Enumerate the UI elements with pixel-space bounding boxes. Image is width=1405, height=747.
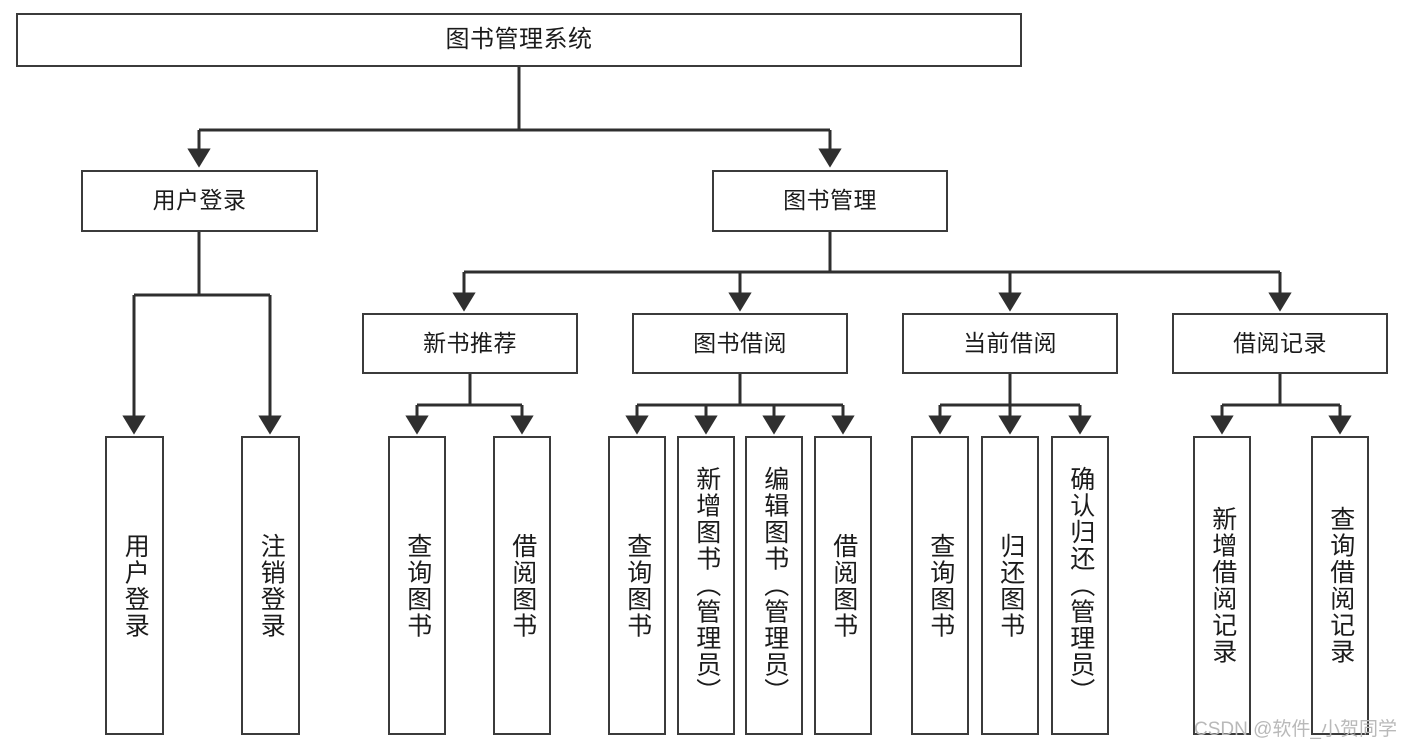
node-leaf-confirm-return-label: 确认归还（管理员）	[1066, 466, 1095, 705]
node-new-book-recommend[interactable]: 新书推荐	[362, 313, 578, 374]
node-book-borrow-label: 图书借阅	[693, 329, 787, 356]
node-leaf-borrow-book-1[interactable]: 借阅图书	[493, 436, 551, 735]
node-leaf-borrow-book-2[interactable]: 借阅图书	[814, 436, 872, 735]
node-leaf-add-record-label: 新增借阅记录	[1208, 506, 1237, 665]
node-book-management-label: 图书管理	[783, 187, 877, 214]
node-leaf-logout-login-label: 注销登录	[257, 532, 286, 639]
node-current-borrow[interactable]: 当前借阅	[902, 313, 1118, 374]
node-leaf-query-record-label: 查询借阅记录	[1326, 506, 1355, 665]
node-book-management[interactable]: 图书管理	[712, 170, 948, 232]
node-leaf-user-login-label: 用户登录	[121, 532, 150, 639]
node-leaf-confirm-return[interactable]: 确认归还（管理员）	[1051, 436, 1109, 735]
node-leaf-query-book-3[interactable]: 查询图书	[911, 436, 969, 735]
node-leaf-query-book-2-label: 查询图书	[623, 532, 652, 639]
node-leaf-logout-login[interactable]: 注销登录	[241, 436, 300, 735]
node-leaf-user-login[interactable]: 用户登录	[105, 436, 164, 735]
node-leaf-add-record[interactable]: 新增借阅记录	[1193, 436, 1251, 735]
node-leaf-query-record[interactable]: 查询借阅记录	[1311, 436, 1369, 735]
node-borrow-record[interactable]: 借阅记录	[1172, 313, 1388, 374]
node-leaf-query-book-1[interactable]: 查询图书	[388, 436, 446, 735]
node-root-label: 图书管理系统	[445, 25, 593, 53]
node-leaf-add-book[interactable]: 新增图书（管理员）	[677, 436, 735, 735]
watermark-text: CSDN @软件_小贺同学	[1194, 719, 1397, 740]
node-current-borrow-label: 当前借阅	[963, 329, 1057, 356]
node-leaf-borrow-book-1-label: 借阅图书	[508, 532, 537, 639]
node-leaf-query-book-1-label: 查询图书	[403, 532, 432, 639]
node-user-login-label: 用户登录	[152, 187, 247, 214]
node-leaf-edit-book-label: 编辑图书（管理员）	[760, 466, 789, 705]
node-book-borrow[interactable]: 图书借阅	[632, 313, 848, 374]
node-user-login[interactable]: 用户登录	[81, 170, 318, 232]
node-new-book-recommend-label: 新书推荐	[423, 329, 517, 356]
node-borrow-record-label: 借阅记录	[1233, 329, 1327, 356]
node-root[interactable]: 图书管理系统	[16, 13, 1022, 67]
node-leaf-return-book[interactable]: 归还图书	[981, 436, 1039, 735]
node-leaf-query-book-2[interactable]: 查询图书	[608, 436, 666, 735]
node-leaf-add-book-label: 新增图书（管理员）	[692, 466, 721, 705]
node-leaf-return-book-label: 归还图书	[996, 532, 1025, 639]
node-leaf-edit-book[interactable]: 编辑图书（管理员）	[745, 436, 803, 735]
node-leaf-query-book-3-label: 查询图书	[926, 532, 955, 639]
node-leaf-borrow-book-2-label: 借阅图书	[829, 532, 858, 639]
